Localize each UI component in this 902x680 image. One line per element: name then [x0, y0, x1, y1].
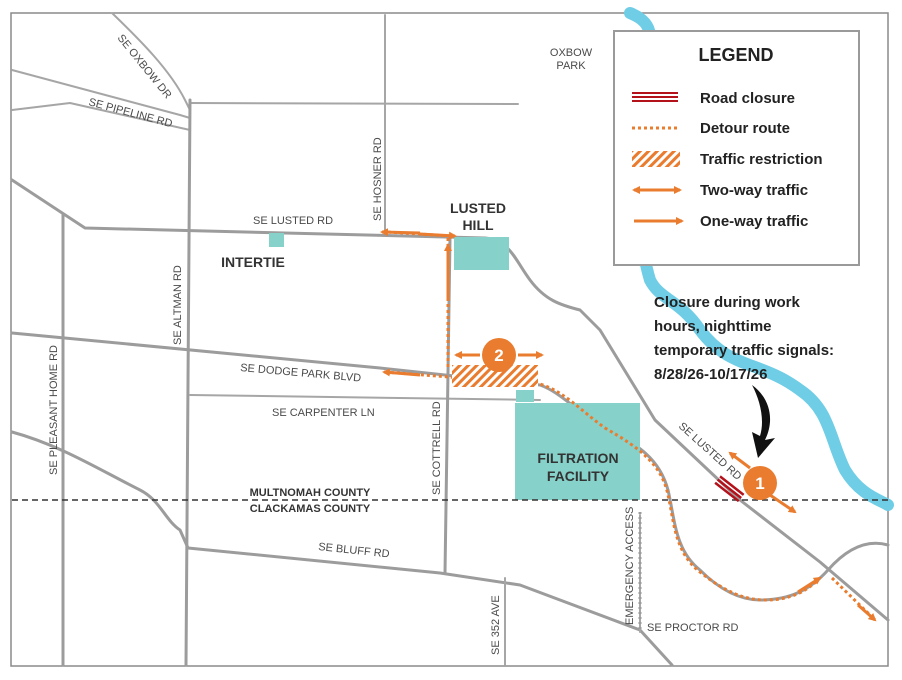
filtration-facility-site — [515, 403, 640, 500]
legend-box — [613, 30, 860, 266]
filtration-facility-notch — [516, 390, 534, 402]
one-way-arrow-proctor-e — [797, 576, 822, 594]
road-north-sw — [11, 102, 191, 131]
marker-2-circle — [482, 338, 516, 372]
road-pipeline — [11, 69, 191, 119]
two-way-arrow-lusted-w — [380, 228, 421, 237]
road-closure-marker — [714, 475, 745, 503]
legend-road-closure-swatch — [632, 92, 678, 102]
legend-two-way-label: Two-way traffic — [700, 182, 808, 199]
traffic-arrows — [380, 228, 877, 622]
label-clackamas-county: CLACKAMAS COUNTY — [250, 503, 371, 515]
label-intertie: INTERTIE — [221, 254, 285, 270]
road-south-west — [10, 430, 674, 667]
one-way-arrow-dodge-w — [382, 368, 421, 377]
two-way-arrow-1-se — [769, 493, 797, 514]
marker-2-label: 2 — [494, 346, 503, 365]
label-filtration-1: FILTRATION — [537, 450, 618, 466]
closure-note: Closure during work hours, nighttime tem… — [654, 294, 834, 383]
marker-1-label: 1 — [755, 474, 764, 493]
label-lusted-hill-1: LUSTED — [450, 200, 506, 216]
legend-restriction-label: Traffic restriction — [700, 151, 823, 168]
label-oxbow-park-2: PARK — [556, 60, 586, 72]
svg-text:8/28/26-10/17/26: 8/28/26-10/17/26 — [654, 366, 767, 383]
label-altman-rd: SE ALTMAN RD — [172, 265, 184, 345]
road-oxbow-east — [189, 102, 519, 105]
label-lusted-hill-2: HILL — [462, 217, 494, 233]
label-cottrell-rd: SE COTTRELL RD — [431, 401, 443, 495]
legend-road-closure-label: Road closure — [700, 90, 795, 107]
label-oxbow-park-1: OXBOW — [550, 47, 593, 59]
label-hosner-rd: SE HOSNER RD — [372, 137, 384, 221]
lusted-hill-site — [454, 237, 509, 270]
legend-one-way-label: One-way traffic — [700, 213, 808, 230]
legend-title: LEGEND — [698, 45, 773, 65]
label-multnomah-county: MULTNOMAH COUNTY — [250, 487, 371, 499]
legend-restriction-swatch — [632, 151, 680, 167]
label-pleasant-home-rd: SE PLEASANT HOME RD — [48, 345, 60, 475]
svg-text:Closure during work: Closure during work — [654, 294, 801, 311]
road-carpenter — [189, 394, 541, 401]
two-way-arrow-1-nw — [728, 451, 751, 470]
label-lusted-rd-w: SE LUSTED RD — [253, 215, 333, 227]
svg-text:hours, nighttime: hours, nighttime — [654, 318, 772, 335]
road-altman — [184, 98, 192, 667]
callout-arrow — [752, 385, 775, 458]
traffic-restriction-area — [452, 365, 538, 387]
marker-1-circle — [743, 466, 777, 500]
label-emergency-access: EMERGENCY ACCESS — [624, 507, 636, 625]
label-filtration-2: FACILITY — [547, 468, 610, 484]
intertie-site — [269, 233, 284, 247]
label-carpenter-ln: SE CARPENTER LN — [272, 407, 375, 419]
one-way-arrow-se — [857, 603, 877, 622]
label-proctor-rd: SE PROCTOR RD — [647, 622, 739, 634]
two-way-arrow-lusted-e — [419, 231, 457, 240]
road-oxbow-dr — [111, 12, 191, 111]
svg-text:temporary traffic signals:: temporary traffic signals: — [654, 342, 834, 359]
legend-detour-label: Detour route — [700, 120, 790, 137]
label-352-ave: SE 352 AVE — [490, 595, 502, 655]
legend: LEGEND Road closure Detour route Traffic… — [613, 30, 860, 266]
